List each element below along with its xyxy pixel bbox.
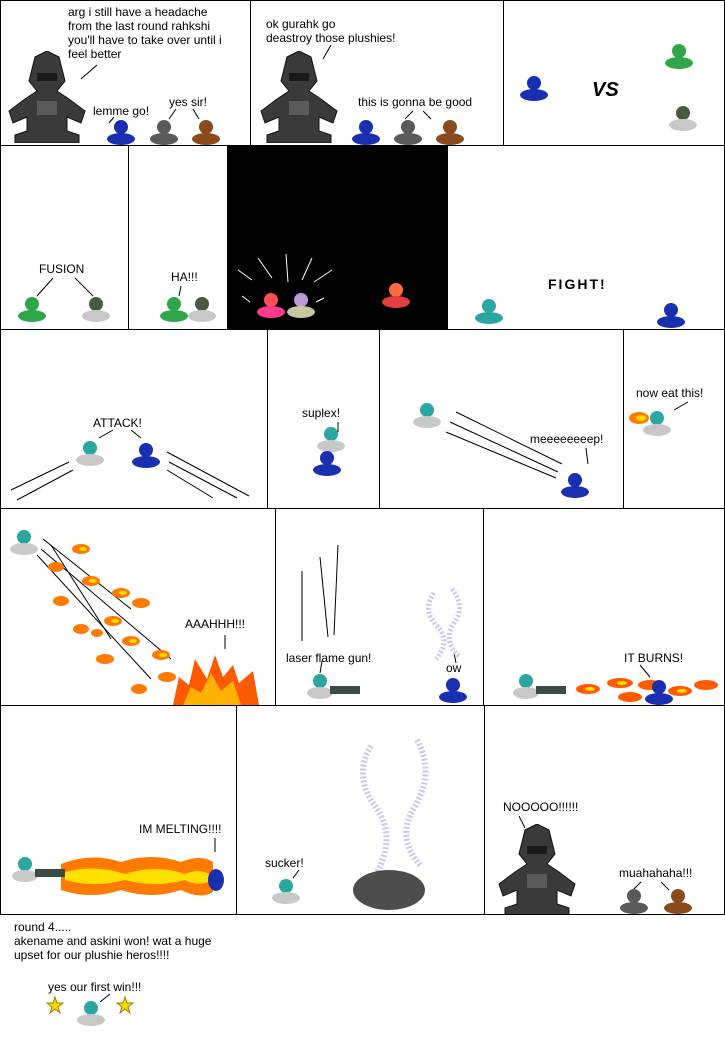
boss-speech: ok gurahk go deastroy those plushies! xyxy=(266,17,396,45)
teal-gunner xyxy=(512,673,568,704)
result-text: akename and askini won! wat a huge upset… xyxy=(14,934,212,962)
teal-fused-enemy xyxy=(474,298,504,329)
blue-plushie xyxy=(351,119,381,145)
brown-minion xyxy=(191,119,221,145)
fusion-label: FUSION xyxy=(39,262,85,276)
star-icon xyxy=(115,995,135,1019)
it-burns-label: IT BURNS! xyxy=(624,651,684,665)
green-enemy xyxy=(664,43,694,74)
panel-12: now eat this! xyxy=(623,329,725,509)
eat-this-label: now eat this! xyxy=(636,386,704,400)
blue-plushie xyxy=(312,450,342,481)
teal-fused-enemy xyxy=(271,878,301,909)
teal-fused-enemy xyxy=(9,529,39,560)
ow-label: ow xyxy=(446,661,462,675)
attack-label: ATTACK! xyxy=(93,416,142,430)
gray-enemy xyxy=(668,105,698,136)
blue-plushie xyxy=(644,679,674,705)
blue-speech: lemme go! xyxy=(93,104,150,118)
minions-speech: this is gonna be good xyxy=(358,95,473,109)
suplex-label: suplex! xyxy=(302,406,341,420)
sucker-label: sucker! xyxy=(265,856,304,870)
brown-minion xyxy=(663,888,693,914)
meep-label: meeeeeeeep! xyxy=(530,432,604,446)
panel-16: IM MELTING!!!! xyxy=(0,705,237,915)
panel-9: ATTACK! xyxy=(0,329,268,509)
panel-8: FIGHT! xyxy=(447,145,725,330)
panel-7 xyxy=(346,145,448,330)
boss-character xyxy=(497,823,577,914)
panel-15: IT BURNS! xyxy=(483,508,725,706)
blue-plushie xyxy=(519,75,549,106)
gray-enemy xyxy=(81,296,111,327)
panel-6 xyxy=(227,145,347,330)
panel-10: suplex! xyxy=(267,329,380,509)
minions-speech: yes sir! xyxy=(169,95,208,109)
minions-laugh: muahahaha!!! xyxy=(619,866,693,880)
fireball-barrage xyxy=(36,538,259,705)
weapon-label: laser flame gun! xyxy=(286,651,372,665)
teal-plushie xyxy=(76,1000,106,1031)
gray-enemy xyxy=(187,296,217,327)
boss-scream: NOOOOO!!!!!! xyxy=(503,800,579,814)
panel-18: NOOOOO!!!!!! muahahaha!!! xyxy=(484,705,725,915)
boss-speech: arg i still have a headache from the las… xyxy=(68,5,222,61)
vs-label: VS xyxy=(592,79,619,101)
blue-plushie xyxy=(560,472,590,503)
panel-1: arg i still have a headache from the las… xyxy=(0,0,251,146)
teal-fused-enemy xyxy=(642,410,672,441)
teal-gunner xyxy=(306,673,362,704)
teal-fused-enemy xyxy=(316,426,346,457)
panel-2: ok gurahk go deastroy those plushies! th… xyxy=(250,0,504,146)
gray-minion xyxy=(149,119,179,145)
star-icon xyxy=(45,995,65,1019)
cheer-label: yes our first win!!! xyxy=(48,980,142,994)
panel-17: sucker! xyxy=(236,705,485,915)
boss-character xyxy=(7,50,87,145)
fight-label: FIGHT! xyxy=(548,276,607,292)
blue-plushie xyxy=(656,302,686,329)
panel-13: AAAHHH!!! xyxy=(0,508,276,706)
gray-minion xyxy=(619,888,649,914)
red-enemy xyxy=(256,292,286,323)
boss-character xyxy=(259,50,339,145)
fused-enemy xyxy=(381,282,411,313)
footer-area: round 4..... akename and askini won! wat… xyxy=(0,914,725,1051)
round-label: round 4..... xyxy=(14,920,72,934)
blue-plushie xyxy=(106,119,136,145)
panel-3: VS xyxy=(503,0,725,146)
panel-11: meeeeeeeep! xyxy=(379,329,624,509)
blue-plushie xyxy=(207,868,225,897)
blue-plushie xyxy=(438,677,468,705)
green-enemy xyxy=(17,296,47,327)
panel-4: FUSION xyxy=(0,145,129,330)
ha-label: HA!!! xyxy=(171,270,198,284)
fireball xyxy=(628,410,650,431)
panel-5: HA!!! xyxy=(128,145,228,330)
blue-plushie xyxy=(131,442,161,473)
teal-fused-enemy xyxy=(75,440,105,471)
teal-fused-enemy xyxy=(412,402,442,433)
teal-gunner xyxy=(11,856,67,887)
purple-enemy xyxy=(286,292,316,323)
panel-14: laser flame gun! ow xyxy=(275,508,484,706)
aaahhh-label: AAAHHH!!! xyxy=(185,617,246,631)
brown-minion xyxy=(435,119,465,145)
green-enemy xyxy=(159,296,189,327)
melting-label: IM MELTING!!!! xyxy=(139,822,222,836)
gray-minion xyxy=(393,119,423,145)
